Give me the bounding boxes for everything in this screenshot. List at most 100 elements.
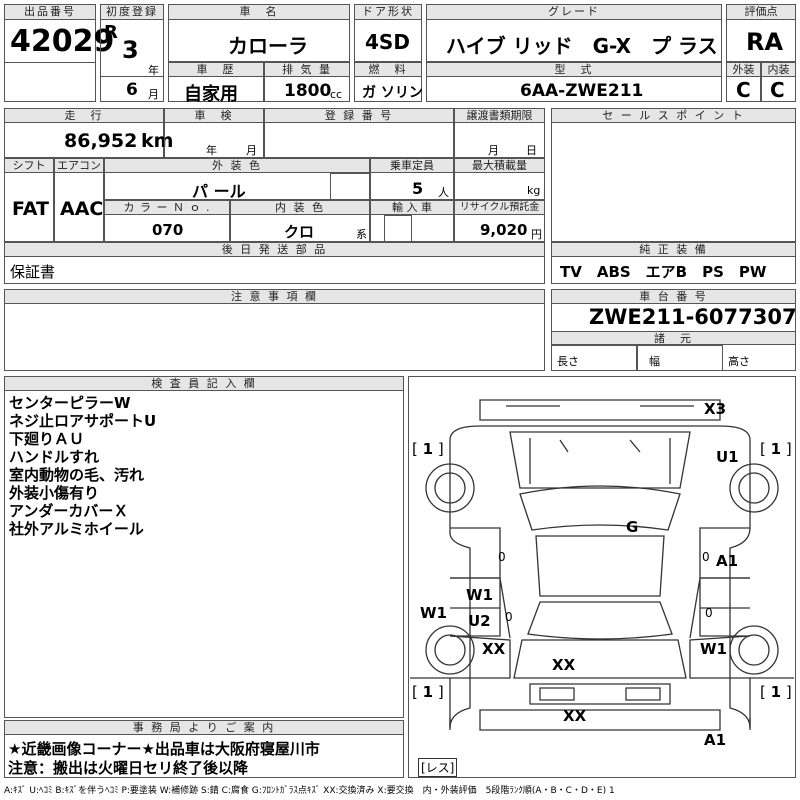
transfer-month-unit: 月 <box>488 144 499 157</box>
recycle-unit: 円 <box>531 228 542 241</box>
inspection-cell <box>164 108 264 158</box>
office-line-2: 注意：搬出は火曜日セリ終了後以降 <box>8 759 249 777</box>
left-doors <box>450 577 511 639</box>
bottom-strip <box>479 709 721 731</box>
right-doors <box>689 577 750 639</box>
spec-label: 諸 元 <box>551 331 796 345</box>
inspector-line: アンダーカバーＸ <box>9 502 129 520</box>
first-reg-label: 初度登録 <box>100 4 164 20</box>
fuel: ガ ソリン <box>362 85 423 101</box>
ext-color-sub <box>330 173 370 200</box>
ext-color: パ ール <box>192 182 246 201</box>
equipment-label: 純 正 装 備 <box>551 242 796 257</box>
left-rear-panel <box>449 635 511 679</box>
door-label: ドア形状 <box>354 4 422 20</box>
displacement-unit: cc <box>330 88 343 101</box>
color-no: 070 <box>152 221 184 239</box>
inspector-line: ハンドルすれ <box>9 448 100 466</box>
chassis-label: 車 台 番 号 <box>551 289 796 304</box>
office-line-1: ★近畿画像コーナー★出品車は大阪府寝屋川市 <box>8 740 320 758</box>
spec-width-cell <box>637 345 723 371</box>
inspector-line: 社外アルミホイール <box>9 520 144 538</box>
transfer-cell <box>454 108 545 158</box>
chassis-number: ZWE211-6077307 <box>589 305 797 329</box>
damage-xx-rear: XX <box>563 707 587 725</box>
front-bumper <box>479 399 721 421</box>
right-rear-panel <box>689 635 751 679</box>
history-label: 車 歴 <box>168 62 264 77</box>
grade: ハイブ リッド G-X プ ラス <box>446 34 718 58</box>
roof <box>535 535 665 597</box>
damage-xx-center: XX <box>552 656 576 674</box>
regno-cell <box>264 108 454 158</box>
notes-label: 注 意 事 項 欄 <box>4 289 545 304</box>
fuel-label: 燃 料 <box>354 62 422 77</box>
zero-right: 0 <box>702 550 710 564</box>
int-color-label: 内 装 色 <box>230 200 370 215</box>
car-diagram <box>410 399 794 731</box>
lot-number: 42029 <box>10 24 115 59</box>
damage-g: G <box>626 518 639 536</box>
interior-score: C <box>770 78 785 102</box>
sales-point-box <box>551 108 796 242</box>
damage-a1-bottom: A1 <box>704 731 727 749</box>
lot-divider <box>4 62 96 63</box>
sales-point-label: セ ー ル ス ポ イ ン ト <box>551 108 796 123</box>
shift: FAT <box>12 198 49 220</box>
exterior-score: C <box>736 78 751 102</box>
spare-tire-box: [レス] <box>418 758 458 777</box>
mileage: 86,952 <box>64 130 138 152</box>
capacity-unit: 人 <box>438 186 449 199</box>
inspection-month-unit: 月 <box>246 144 257 157</box>
recycle-cell <box>454 200 545 242</box>
later-parts-label: 後 日 発 送 部 品 <box>4 242 545 257</box>
spec-width-label: 幅 <box>649 355 660 368</box>
load-cell <box>454 158 545 200</box>
lot-label: 出品番号 <box>4 4 96 20</box>
int-color-cell <box>230 200 370 242</box>
door-type: 4SD <box>365 30 410 54</box>
capacity: 5 <box>412 179 424 198</box>
body-outline <box>449 440 471 729</box>
damage-u1: U1 <box>716 448 739 466</box>
transfer-day-unit: 日 <box>526 144 537 157</box>
load-unit: kg <box>527 184 541 197</box>
tire-bracket-tr: [ 1 ] <box>760 440 792 458</box>
tire-bracket-tl: [ 1 ] <box>412 440 444 458</box>
inspector-label: 検 査 員 記 入 欄 <box>4 376 404 391</box>
capacity-cell <box>370 158 454 200</box>
damage-xx-left: XX <box>482 640 506 658</box>
era: R <box>104 22 118 43</box>
spec-length-label: 長さ <box>557 355 579 368</box>
inspector-line: ネジ止ロアサポートU <box>9 412 157 430</box>
ac-label: エアコン <box>54 158 104 173</box>
ac-cell <box>54 158 104 242</box>
history: 自家用 <box>184 84 238 105</box>
ext-color-label: 外 装 色 <box>104 158 370 173</box>
inspector-line: 室内動物の毛、汚れ <box>9 466 145 484</box>
inspector-line: センターピラーW <box>9 394 131 412</box>
zero-right-2: 0 <box>705 606 713 620</box>
displacement-label: 排 気 量 <box>264 62 350 77</box>
mileage-unit: km <box>141 130 174 152</box>
rear-window <box>527 601 673 640</box>
hood <box>509 431 691 489</box>
model: 6AA-ZWE211 <box>520 81 644 101</box>
trunk <box>513 639 687 679</box>
exterior-label: 外装 <box>726 62 761 77</box>
ac: AAC <box>60 198 104 220</box>
recycle: 9,020 <box>480 221 528 239</box>
name-label: 車 名 <box>168 4 350 20</box>
reg-year: 3 <box>122 36 139 64</box>
import-cell <box>370 200 454 242</box>
reg-divider <box>100 76 164 77</box>
inspector-line: 下廻りＡＵ <box>9 430 85 448</box>
hood-lines <box>529 438 671 484</box>
car-name: カローラ <box>228 34 308 58</box>
int-color: クロ <box>284 223 315 241</box>
zero-left: 0 <box>498 550 506 564</box>
left-fender-front <box>450 527 501 579</box>
score-label: 評価点 <box>726 4 796 20</box>
bottom-panel <box>410 677 794 730</box>
equipment: TV ABS エアB PS PW <box>560 263 767 281</box>
